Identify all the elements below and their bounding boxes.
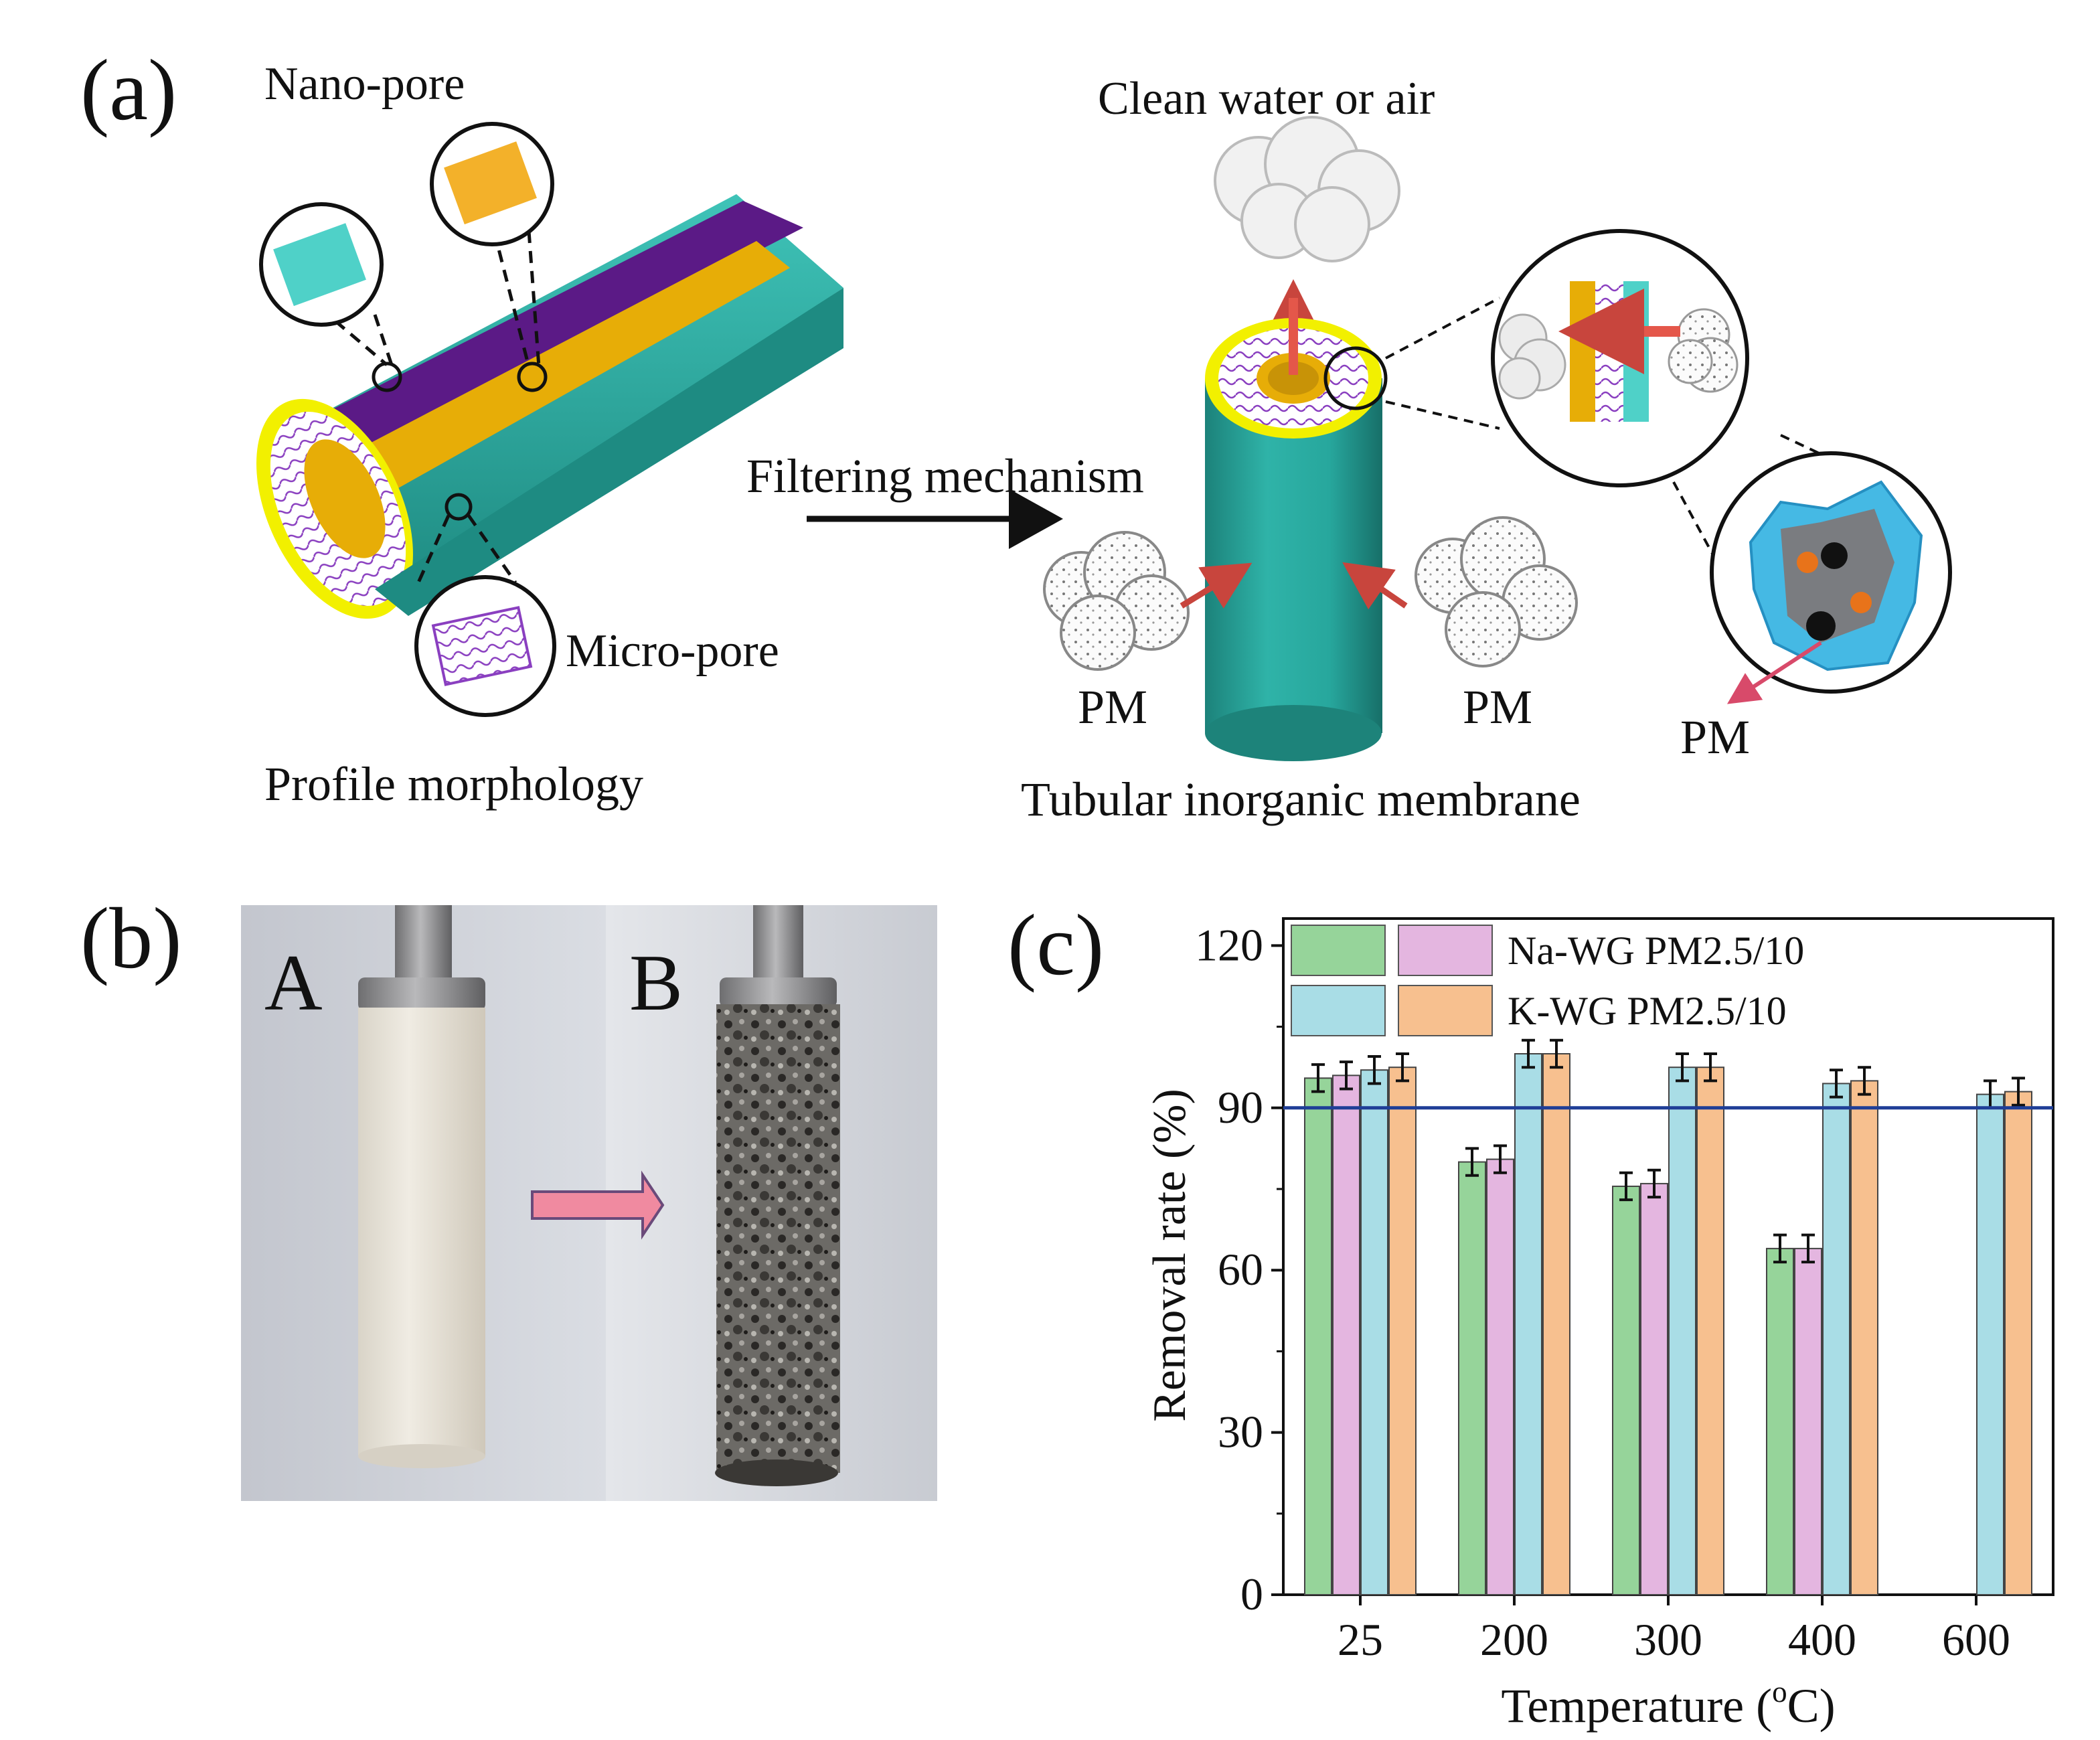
bar bbox=[1822, 1083, 1850, 1595]
y-tick-label: 90 bbox=[1218, 1082, 1263, 1133]
membrane-tube-illustration bbox=[256, 194, 843, 619]
legend-swatch bbox=[1398, 925, 1493, 976]
legend-label: Na-WG PM2.5/10 bbox=[1508, 929, 1804, 973]
x-tick-label: 600 bbox=[1942, 1614, 2010, 1665]
pm-arrow-right bbox=[1342, 562, 1408, 610]
panel-c: (c) 0 30 60 90 120 25 200 300 400 600 Na-WG PM2.5/… bbox=[1007, 897, 2054, 1733]
legend-swatch bbox=[1291, 985, 1386, 1036]
tubular-membrane bbox=[1205, 298, 1388, 761]
photo-arrow bbox=[531, 1170, 665, 1240]
x-tick-label: 400 bbox=[1788, 1614, 1856, 1665]
bar bbox=[1486, 1158, 1514, 1596]
profile-morphology-label: Profile morphology bbox=[264, 757, 643, 811]
clean-water-label: Clean water or air bbox=[1098, 73, 1435, 125]
nano-pore-marker-2 bbox=[517, 362, 548, 392]
bar bbox=[1612, 1185, 1640, 1595]
y-tick-label: 0 bbox=[1240, 1569, 1263, 1619]
y-tick-label: 120 bbox=[1195, 919, 1263, 970]
chart-layer: 0 30 60 90 120 25 200 300 400 600 Na-WG PM2.5/10K-… bbox=[1195, 919, 2053, 1665]
y-tick-label: 30 bbox=[1218, 1407, 1263, 1457]
bar bbox=[1304, 1077, 1332, 1595]
legend-swatch bbox=[1398, 985, 1493, 1036]
photo-label-a: A bbox=[264, 938, 323, 1027]
micro-pore-label: Micro-pore bbox=[566, 625, 779, 677]
pm-cloud-left bbox=[1043, 531, 1190, 671]
pm-label-zoom: PM bbox=[1680, 710, 1750, 764]
panel-b-label: (b) bbox=[80, 890, 182, 987]
panel-a-label: (a) bbox=[80, 42, 177, 139]
filtering-mechanism-label: Filtering mechanism bbox=[746, 449, 1144, 503]
nano-pore-label: Nano-pore bbox=[264, 58, 465, 110]
bar bbox=[1388, 1066, 1417, 1595]
panel-c-label: (c) bbox=[1007, 897, 1104, 994]
x-axis-label: Temperature (oC) bbox=[1501, 1675, 1835, 1733]
y-axis-label: Removal rate (%) bbox=[1144, 1089, 1196, 1422]
pore-zoom bbox=[1672, 434, 1952, 704]
bar bbox=[1332, 1075, 1360, 1595]
bar bbox=[1794, 1247, 1822, 1595]
micro-pore-marker bbox=[445, 493, 473, 521]
bar bbox=[1976, 1093, 2004, 1595]
nano-pore-zoom: Nano-pore bbox=[259, 58, 554, 368]
legend-swatch bbox=[1291, 925, 1386, 976]
pm-arrow-left bbox=[1180, 562, 1253, 609]
bar bbox=[1360, 1069, 1388, 1595]
pm-cloud-right bbox=[1415, 516, 1578, 667]
tubular-membrane-label: Tubular inorganic membrane bbox=[1021, 773, 1581, 826]
pm-label-right: PM bbox=[1463, 680, 1532, 734]
panel-a: (a) Nano-pore bbox=[80, 42, 1952, 826]
pm-label-left: PM bbox=[1078, 680, 1147, 734]
bar bbox=[1850, 1080, 1878, 1595]
bar bbox=[2004, 1091, 2032, 1596]
bar bbox=[1458, 1161, 1486, 1595]
bar bbox=[1766, 1247, 1794, 1595]
bar bbox=[1542, 1053, 1570, 1595]
clean-cloud bbox=[1214, 116, 1400, 262]
x-tick-label: 200 bbox=[1480, 1614, 1548, 1665]
y-tick-label: 60 bbox=[1218, 1244, 1263, 1295]
membrane-photo bbox=[241, 905, 937, 1501]
bar bbox=[1640, 1182, 1668, 1596]
bar bbox=[1668, 1066, 1696, 1595]
panel-b: (b) A B bbox=[80, 890, 937, 1501]
x-tick-label: 25 bbox=[1338, 1614, 1383, 1665]
micro-pore-zoom: Micro-pore bbox=[414, 514, 779, 717]
bar bbox=[1696, 1066, 1724, 1595]
wall-zoom bbox=[1385, 229, 1749, 487]
legend-label: K-WG PM2.5/10 bbox=[1508, 989, 1787, 1033]
bar bbox=[1514, 1053, 1542, 1595]
photo-label-b: B bbox=[629, 938, 683, 1027]
x-tick-label: 300 bbox=[1634, 1614, 1702, 1665]
